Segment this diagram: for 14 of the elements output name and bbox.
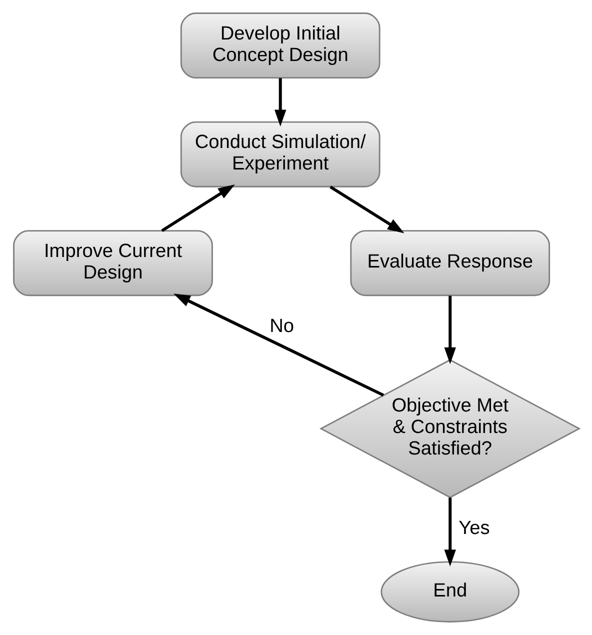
arrow — [444, 498, 456, 566]
node-diamond: Objective Met & Constraints Satisfied? — [318, 359, 580, 498]
arrow — [329, 186, 404, 234]
arrow — [274, 78, 286, 127]
node-box: Improve Current Design — [12, 230, 212, 296]
arrow — [173, 294, 384, 397]
node-box: Evaluate Response — [350, 230, 550, 296]
arrow — [160, 184, 234, 232]
edge-label: Yes — [458, 518, 490, 540]
arrow — [444, 296, 456, 364]
edge-label: No — [269, 316, 294, 338]
node-box: Develop Initial Concept Design — [180, 12, 380, 79]
node-box: Conduct Simulation/ Experiment — [180, 121, 380, 188]
node-ellipse: End — [380, 561, 520, 622]
